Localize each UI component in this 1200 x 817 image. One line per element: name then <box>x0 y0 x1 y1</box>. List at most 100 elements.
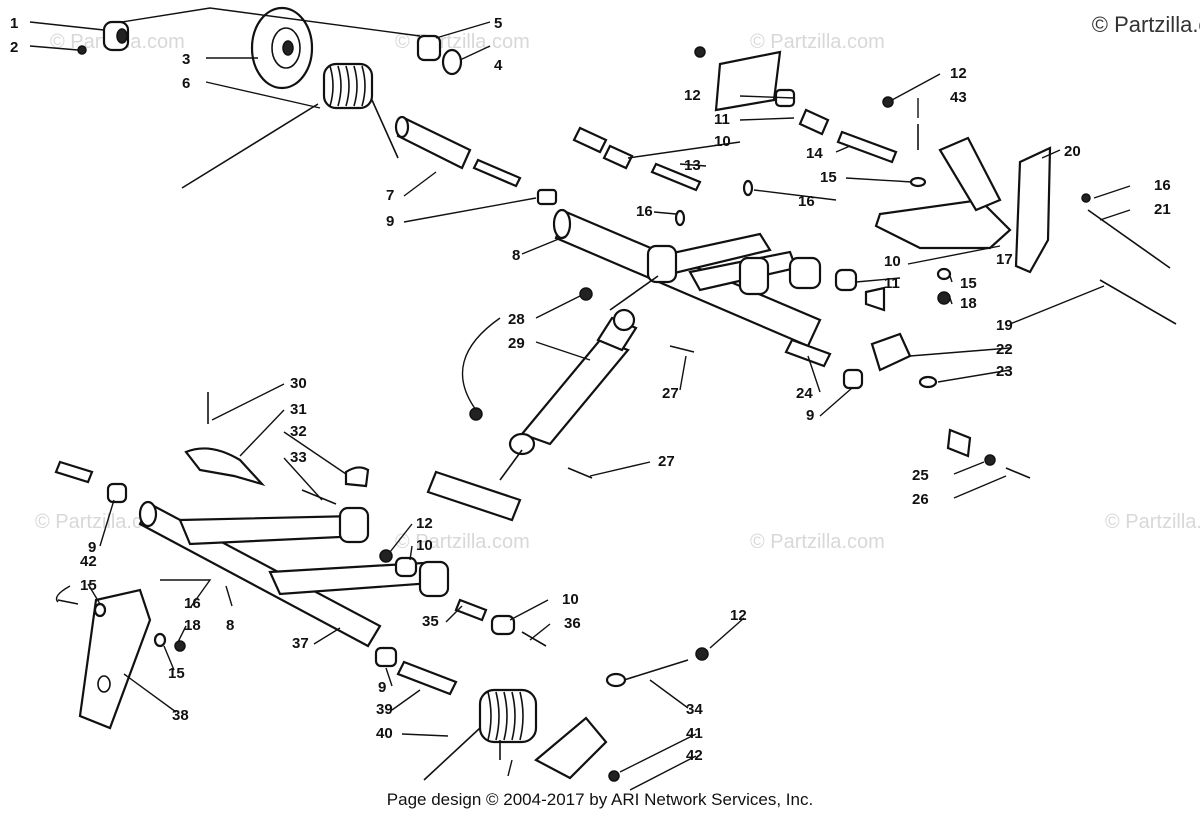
spacer-tube-part <box>394 115 472 170</box>
callout-label: 9 <box>806 407 814 424</box>
bracket-part <box>426 470 522 522</box>
callout-label: 15 <box>960 275 977 292</box>
callout-label: 32 <box>290 423 307 440</box>
bolt-part <box>1087 209 1171 269</box>
callout-label: 10 <box>562 591 579 608</box>
callout-label: 42 <box>80 553 97 570</box>
callout-label: 1 <box>10 15 18 32</box>
pin-part <box>836 130 898 164</box>
plate-part <box>946 428 972 458</box>
torsion-spring-part <box>181 62 399 189</box>
callout-label: 12 <box>950 65 967 82</box>
callout-label: 39 <box>376 701 393 718</box>
callout-label: 11 <box>714 111 730 128</box>
callout-label: 15 <box>168 665 185 682</box>
callout-label: 6 <box>182 75 190 92</box>
callout-label: 10 <box>416 537 433 554</box>
bushing-part <box>834 268 858 292</box>
nut-part <box>937 291 951 305</box>
callout-label: 7 <box>386 187 394 204</box>
bottom-assembly <box>54 392 709 782</box>
callout-label: 16 <box>1154 177 1171 194</box>
bushing-part <box>374 646 398 668</box>
callout-label: 12 <box>684 87 701 104</box>
callout-label: 15 <box>80 577 97 594</box>
nut-part <box>882 96 894 108</box>
washer-part <box>93 602 107 618</box>
callout-label: 8 <box>226 617 234 634</box>
watermark-text: © Partzilla.com <box>395 531 530 553</box>
bushing-part <box>490 614 516 636</box>
shock-absorber-part <box>508 308 638 456</box>
rear-bracket-part <box>874 136 1052 274</box>
callout-label: 33 <box>290 449 307 466</box>
bolt-part <box>1099 279 1177 325</box>
callout-label: 25 <box>912 467 929 484</box>
mount-bracket-part <box>694 46 796 112</box>
callout-label: 10 <box>714 133 731 150</box>
bushing-part <box>842 368 864 390</box>
washer-part <box>909 176 927 188</box>
wheel-part <box>250 6 314 90</box>
link-arm-part <box>78 588 152 730</box>
cleat-part <box>184 447 266 487</box>
watermarks: © Partzilla.com © Partzilla.com © Partzi… <box>35 31 1200 553</box>
callout-label: 34 <box>686 701 703 718</box>
callout-label: 8 <box>512 247 520 264</box>
callout-label: 29 <box>508 335 525 352</box>
callout-label: 42 <box>686 747 703 764</box>
callout-label: 24 <box>796 385 813 402</box>
callout-label: 16 <box>184 595 201 612</box>
nut-part <box>379 549 393 563</box>
callout-labels: 1 2 3 4 5 6 7 8 9 9 9 9 10 10 10 10 11 1… <box>10 15 1171 764</box>
callout-label: 2 <box>10 39 18 56</box>
arrow-line <box>499 449 523 481</box>
mount-bracket-part <box>534 716 608 780</box>
zerk-part <box>742 179 754 197</box>
top-assembly <box>77 6 1177 522</box>
nut-part <box>984 454 996 466</box>
callout-label: 4 <box>494 57 503 74</box>
callout-label: 12 <box>416 515 433 532</box>
pin-part <box>784 338 832 368</box>
bushing-part <box>572 126 608 154</box>
callout-label: 35 <box>422 613 439 630</box>
callout-label: 28 <box>508 311 525 328</box>
bushing-part <box>602 144 634 170</box>
callout-label: 38 <box>172 707 189 724</box>
torsion-spring-part <box>423 688 538 781</box>
nut-part <box>77 45 87 55</box>
watermark-text: © Partzilla.com <box>750 531 885 553</box>
bolt-part <box>669 345 695 353</box>
watermark-text: © Partzilla.com <box>35 511 170 533</box>
nut-part <box>1081 193 1091 203</box>
pin-part <box>472 158 522 188</box>
bolt-part <box>567 467 593 479</box>
callout-label: 23 <box>996 363 1013 380</box>
main-shaft-part <box>552 208 822 348</box>
bushing-part <box>864 286 886 312</box>
watermark-text: © Partzilla.com <box>1105 511 1200 533</box>
callout-label: 26 <box>912 491 929 508</box>
washer-part <box>918 375 938 389</box>
pin-part <box>396 660 458 696</box>
callout-label: 16 <box>636 203 653 220</box>
copyright-text: © Partzilla.com <box>1091 12 1200 37</box>
cam-plate-part <box>870 332 912 372</box>
leader-lines <box>29 7 1131 791</box>
callout-label: 15 <box>820 169 837 186</box>
callout-label: 5 <box>494 15 502 32</box>
nut-part <box>469 407 483 421</box>
callout-label: 18 <box>184 617 201 634</box>
callout-label: 17 <box>996 251 1013 268</box>
nut-part <box>608 770 620 782</box>
callout-label: 40 <box>376 725 393 742</box>
callout-label: 27 <box>662 385 679 402</box>
pin-part <box>650 162 702 192</box>
watermark-text: © Partzilla.com <box>395 31 530 53</box>
callout-label: 16 <box>798 193 815 210</box>
bolt-part <box>57 599 79 605</box>
nut-part <box>174 640 186 652</box>
callout-label: 10 <box>884 253 901 270</box>
